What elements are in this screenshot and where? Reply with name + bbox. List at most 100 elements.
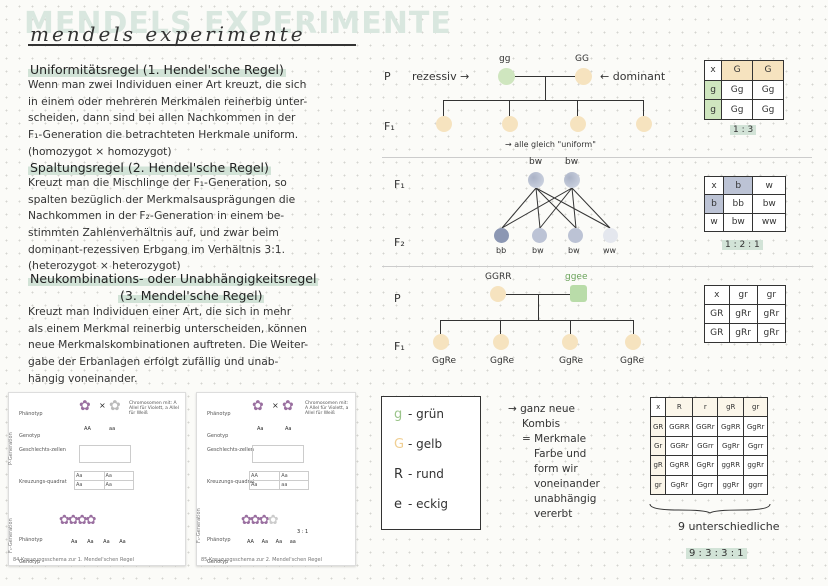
book1-caption: 84 Kreuzungsschema zur 1. Mendel'schen R…: [13, 557, 134, 563]
punnett-header-cell: x: [649, 396, 667, 418]
d2-child-bw-2: [568, 228, 583, 243]
d1-drop-4: [643, 100, 644, 116]
book2-genotype-p1: Aa: [257, 426, 264, 432]
separator-1: [382, 157, 812, 158]
d3-parent-label-1: GGRR: [485, 272, 512, 282]
d1-child-4: [636, 116, 652, 132]
d3-f1-label: F₁: [394, 340, 405, 353]
grid4-brace: [649, 503, 771, 514]
punnett-cell: ggrr: [743, 474, 768, 496]
punnett-header-cell: gR: [649, 455, 667, 476]
punnett-cell: GgRr: [692, 455, 719, 476]
book2-flower-1: ✿: [252, 398, 264, 414]
d3-parent-yellow: [490, 286, 506, 302]
grid4-caption: 9 unterschiedliche: [678, 520, 780, 533]
d3-child-label-3: GgRe: [559, 356, 584, 366]
punnett-cell: GgRr: [665, 474, 694, 496]
d3-drop-1: [440, 320, 441, 334]
punnett-header-cell: gr: [649, 474, 667, 496]
legend-val-R: - rund: [408, 467, 444, 481]
title-underline: [28, 44, 356, 46]
d1-note: → alle gleich "uniform": [505, 140, 596, 149]
rule3-text: Kreuzt man Individuen einer Art, die sic…: [28, 305, 309, 385]
legend-key-e: e: [394, 497, 402, 512]
d2-ratio: 1 : 2 : 1: [722, 240, 763, 250]
d2-parent-label-2: bw: [565, 157, 579, 167]
rule2-heading: Spaltungsregel (2. Hendel'sche Regel): [28, 160, 271, 175]
book1-genotype-p2: aa: [109, 426, 116, 432]
d1-child-3: [570, 116, 586, 132]
d2-child-bb: [494, 228, 509, 243]
book2-cross: ×: [272, 401, 279, 410]
punnett-header-cell: r: [692, 396, 719, 418]
d3-drop-4: [633, 320, 634, 334]
punnett-cell: GGRr: [692, 416, 719, 437]
d2-parent-label-1: bw: [529, 157, 543, 167]
punnett-cell: ggRR: [717, 455, 745, 476]
d2-child-ww: [603, 228, 618, 243]
book2-note: Chromosomen mit: A Allel für Violett, a …: [305, 401, 349, 416]
book2-ratio: 3 : 1: [297, 529, 309, 535]
d1-drop-3: [577, 100, 578, 116]
d2-f1-label: F₁: [394, 178, 405, 191]
notes-text: → ganz neue Kombis = Merkmale Farbe und …: [508, 403, 600, 520]
book2-genotype-f2: AA Aa Aa aa: [247, 539, 296, 545]
punnett-cell: GgRr: [743, 416, 768, 437]
book1-flower-white: ✿: [109, 398, 121, 414]
rule3-subheading: (3. Mendel'sche Regel): [118, 288, 265, 303]
book1-cross: ×: [99, 401, 106, 410]
d1-f1-label: F₁: [384, 120, 395, 133]
book1-flower-violet: ✿: [79, 398, 91, 414]
punnett-header-cell: R: [665, 396, 694, 418]
punnett-cell: Ggrr: [692, 474, 719, 496]
legend-val-e: - eckig: [408, 497, 449, 511]
book1-side-p: P-Generation: [8, 432, 14, 465]
d1-stem: [545, 76, 546, 100]
grid4-ratio: 9 : 3 : 3 : 1: [686, 548, 747, 559]
punnett-cell: GgRR: [665, 455, 694, 476]
d1-drop-1: [443, 100, 444, 116]
punnett-cell: GGRR: [665, 416, 694, 437]
book1-flowers-f1: ✿✿✿✿: [59, 513, 97, 528]
punnett-cell: GGRr: [665, 435, 694, 457]
d2-child-label-2: bw: [532, 246, 544, 255]
d3-parent-label-2: ggee: [565, 272, 588, 282]
d3-child-label-4: GgRe: [620, 356, 645, 366]
legend-val-G: - gelb: [408, 437, 443, 451]
d3-child-3: [562, 334, 578, 350]
d3-child-2: [493, 334, 509, 350]
d2-cross-lines: [501, 188, 611, 229]
d3-child-label-1: GgRe: [432, 356, 457, 366]
book2-caption: 85 Kreuzungsschema zur 2. Mendel'schen R…: [201, 557, 322, 563]
book1-genotype-f1: Aa Aa Aa Aa: [71, 539, 126, 545]
d1-drop-2: [509, 100, 510, 116]
d1-GG-label: GG: [575, 54, 589, 64]
book1-note: Chromosomen mit: A Allel für Violett, a …: [129, 401, 179, 416]
d2-parent-1: [528, 172, 544, 188]
rule2-text: Kreuzt man die Mischlinge der F₁-Generat…: [28, 176, 296, 273]
d1-parent-green: [498, 68, 515, 85]
punnett-cell: GgRr: [717, 435, 745, 457]
book2-side-f1: F₁-Generation: [196, 508, 202, 543]
d3-drop-2: [500, 320, 501, 334]
legend-key-R: R: [394, 467, 404, 482]
d2-child-label-1: bb: [496, 246, 507, 255]
rule1-text: Wenn man zwei Individuen einer Art kreuz…: [28, 78, 308, 158]
book1-gametes: [79, 445, 131, 463]
d2-parent-2: [564, 172, 580, 188]
punnett-header-cell: GR: [649, 416, 667, 437]
punnett-cell: ggRr: [717, 474, 745, 496]
punnett-cell: GgRR: [717, 416, 745, 437]
d3-drop-3: [570, 320, 571, 334]
legend-key-G: G: [394, 437, 405, 452]
